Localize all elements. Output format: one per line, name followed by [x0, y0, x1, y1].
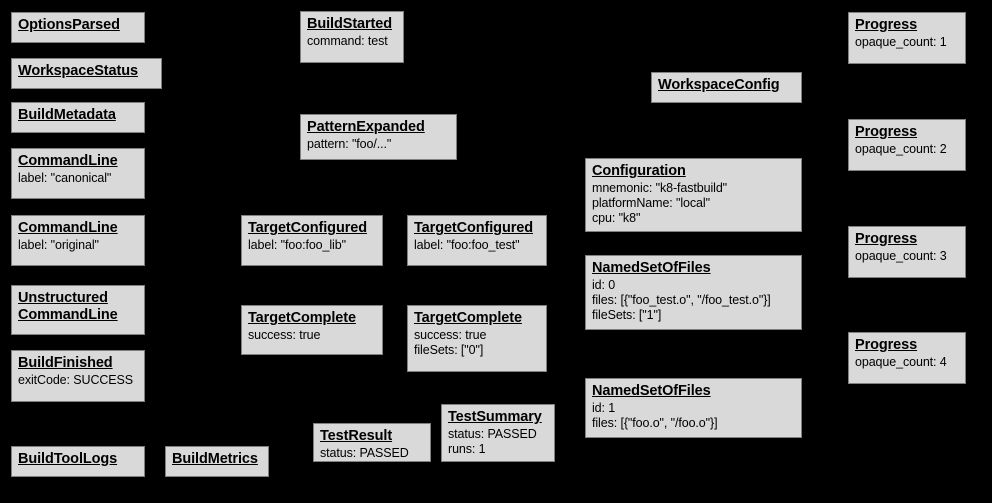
event-node-title: CommandLine [18, 220, 118, 236]
event-node-fields: status: PASSED [320, 446, 409, 460]
event-node-progress-3[interactable]: Progress opaque_count: 3 [848, 226, 966, 278]
event-node-named-set-of-files-1[interactable]: NamedSetOfFiles id: 1 files: [{"foo.o", "… [585, 378, 802, 438]
event-node-title: OptionsParsed [18, 17, 120, 33]
event-node-fields: id: 0 files: [{"foo_test.o", "/foo_test.… [592, 278, 771, 322]
event-node-fields: label: "original" [18, 238, 99, 252]
event-node-build-metrics[interactable]: BuildMetrics [165, 446, 269, 477]
event-node-unstructured-command-line[interactable]: Unstructured CommandLine [11, 285, 145, 335]
event-node-pattern-expanded[interactable]: PatternExpanded pattern: "foo/..." [300, 114, 457, 160]
event-node-fields: id: 1 files: [{"foo.o", "/foo.o"}] [592, 401, 718, 430]
event-node-title: TestSummary [448, 409, 542, 425]
event-node-fields: command: test [307, 34, 388, 48]
event-node-progress-2[interactable]: Progress opaque_count: 2 [848, 119, 966, 171]
event-node-title: BuildStarted [307, 16, 393, 32]
event-node-title: NamedSetOfFiles [592, 260, 711, 276]
event-node-test-result[interactable]: TestResult status: PASSED [313, 423, 431, 462]
event-node-fields: label: "canonical" [18, 171, 112, 185]
event-node-title: TargetComplete [248, 310, 356, 326]
event-node-command-line-original[interactable]: CommandLine label: "original" [11, 215, 145, 266]
event-node-fields: success: true fileSets: ["0"] [414, 328, 487, 357]
event-node-title: Progress [855, 337, 918, 353]
event-node-build-metadata[interactable]: BuildMetadata [11, 102, 145, 133]
event-node-title: BuildFinished [18, 355, 113, 371]
event-node-options-parsed[interactable]: OptionsParsed [11, 12, 145, 43]
event-node-fields: opaque_count: 2 [855, 142, 947, 156]
event-node-title: TargetConfigured [248, 220, 367, 236]
event-node-fields: opaque_count: 3 [855, 249, 947, 263]
event-node-title: NamedSetOfFiles [592, 383, 711, 399]
event-node-fields: success: true [248, 328, 321, 342]
event-node-command-line-canonical[interactable]: CommandLine label: "canonical" [11, 148, 145, 199]
event-node-progress-4[interactable]: Progress opaque_count: 4 [848, 332, 966, 384]
event-node-fields: status: PASSED runs: 1 [448, 427, 537, 456]
event-node-fields: opaque_count: 1 [855, 35, 947, 49]
event-node-target-complete-test[interactable]: TargetComplete success: true fileSets: ["… [407, 305, 547, 372]
event-node-title: WorkspaceConfig [658, 77, 780, 93]
event-node-title: CommandLine [18, 153, 118, 169]
event-node-named-set-of-files-0[interactable]: NamedSetOfFiles id: 0 files: [{"foo_test.… [585, 255, 802, 330]
event-node-fields: label: "foo:foo_lib" [248, 238, 346, 252]
event-node-title: TargetConfigured [414, 220, 533, 236]
event-node-title: Progress [855, 231, 918, 247]
event-node-test-summary[interactable]: TestSummary status: PASSED runs: 1 [441, 404, 555, 462]
event-node-fields: pattern: "foo/..." [307, 137, 392, 151]
event-node-title: PatternExpanded [307, 119, 425, 135]
event-node-progress-1[interactable]: Progress opaque_count: 1 [848, 12, 966, 64]
event-node-title: TargetComplete [414, 310, 522, 326]
event-node-title: BuildMetrics [172, 451, 258, 467]
event-node-title: Unstructured CommandLine [18, 290, 118, 323]
event-node-configuration[interactable]: Configuration mnemonic: "k8-fastbuild" pl… [585, 158, 802, 232]
event-node-title: BuildMetadata [18, 107, 116, 123]
event-node-fields: exitCode: SUCCESS [18, 373, 134, 387]
event-node-title: WorkspaceStatus [18, 63, 138, 79]
event-node-build-started[interactable]: BuildStarted command: test [300, 11, 404, 63]
event-node-target-configured-lib[interactable]: TargetConfigured label: "foo:foo_lib" [241, 215, 383, 266]
event-node-title: BuildToolLogs [18, 451, 118, 467]
event-node-title: Progress [855, 124, 918, 140]
event-node-fields: opaque_count: 4 [855, 355, 947, 369]
event-node-title: TestResult [320, 428, 393, 444]
event-node-workspace-config[interactable]: WorkspaceConfig [651, 72, 802, 103]
event-node-title: Configuration [592, 163, 686, 179]
event-node-fields: mnemonic: "k8-fastbuild" platformName: "… [592, 181, 728, 225]
event-node-fields: label: "foo:foo_test" [414, 238, 520, 252]
event-node-target-configured-test[interactable]: TargetConfigured label: "foo:foo_test" [407, 215, 547, 266]
event-node-workspace-status[interactable]: WorkspaceStatus [11, 58, 162, 89]
event-node-build-finished[interactable]: BuildFinished exitCode: SUCCESS [11, 350, 145, 402]
event-node-target-complete-lib[interactable]: TargetComplete success: true [241, 305, 383, 355]
event-node-title: Progress [855, 17, 918, 33]
event-node-build-tool-logs[interactable]: BuildToolLogs [11, 446, 145, 477]
